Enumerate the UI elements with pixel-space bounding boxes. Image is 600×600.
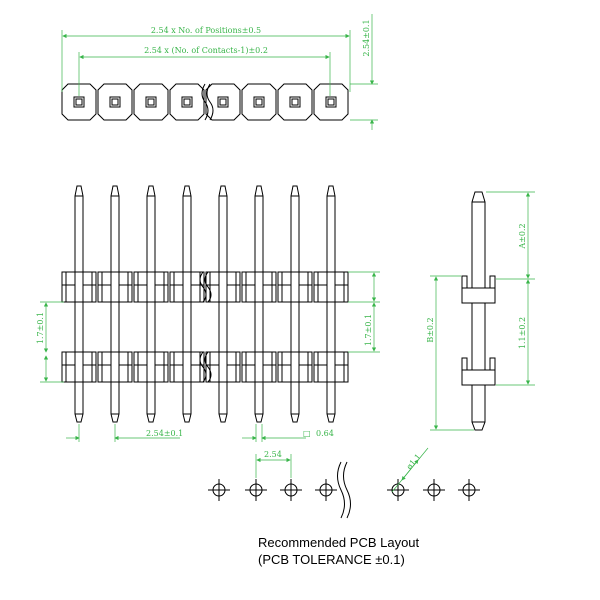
dim-pitch-label: 2.54±0.1	[146, 429, 183, 438]
front-pin-through	[254, 351, 264, 383]
front-pin	[182, 185, 192, 423]
front-pin	[218, 185, 228, 423]
pcb-caption-tolerance: (PCB TOLERANCE ±0.1)	[258, 552, 405, 567]
front-break-mark-1	[199, 271, 207, 303]
dim-insulator-right-label: 1.7±0.1	[364, 314, 373, 346]
top-pin-square-inner	[111, 98, 119, 106]
front-view: 1.7±0.1 1.7±0.1 2.54±0.1 □ 0.64	[36, 185, 380, 442]
front-pin-through	[182, 351, 192, 383]
dim-pin-label: 0.64	[316, 429, 334, 438]
side-insulator-top	[461, 275, 496, 304]
top-view-pins	[61, 83, 349, 121]
top-pin-square-inner	[327, 98, 335, 106]
pcb-dim-pitch-label: 2.54	[264, 450, 282, 459]
pcb-caption-title: Recommended PCB Layout	[258, 535, 420, 550]
pcb-dim-hole-label: ø1.1	[405, 452, 423, 471]
dim-a-label: A±0.2	[518, 223, 527, 249]
front-break-mark-3	[199, 351, 207, 383]
front-pin-through	[254, 271, 264, 303]
front-break-mark-4	[204, 351, 212, 383]
top-pin-square-inner	[291, 98, 299, 106]
front-pin-through	[110, 271, 120, 303]
front-pin	[74, 185, 84, 423]
pcb-holes	[208, 479, 480, 501]
front-pin-through	[218, 351, 228, 383]
front-pin	[254, 185, 264, 423]
dim-mid-label: 1.1±0.2	[518, 317, 527, 349]
pcb-break-mark-2	[343, 461, 351, 519]
front-pin	[290, 185, 300, 423]
dim-overall-label: 2.54 x No. of Positions±0.5	[151, 26, 261, 35]
front-pin-through	[146, 351, 156, 383]
top-pin-square-inner	[147, 98, 155, 106]
front-pin-through	[290, 351, 300, 383]
front-pin-through	[326, 271, 336, 303]
front-pin-through	[290, 271, 300, 303]
front-view-insulators	[61, 271, 349, 383]
front-pin-through	[74, 351, 84, 383]
front-pin-through	[182, 271, 192, 303]
front-break-mark-2	[204, 271, 212, 303]
pcb-layout: 2.54 ø1.1	[208, 447, 480, 519]
dim-insulator-left-label: 1.7±0.1	[36, 312, 45, 344]
top-break-mark-1	[201, 83, 209, 121]
front-view-pins	[74, 185, 336, 423]
front-pin-through	[218, 271, 228, 303]
top-pin-square-inner	[255, 98, 263, 106]
top-pin-square-inner	[219, 98, 227, 106]
front-pin	[326, 185, 336, 423]
front-pin	[110, 185, 120, 423]
side-insulator-bottom	[461, 357, 496, 386]
pcb-break-mark-1	[337, 461, 345, 519]
front-pin-through	[74, 271, 84, 303]
front-pin-through	[326, 351, 336, 383]
top-view: 2.54 x No. of Positions±0.5 2.54 x (No. …	[61, 14, 378, 130]
front-pin	[146, 185, 156, 423]
top-break-mark-2	[206, 83, 214, 121]
dim-contacts-label: 2.54 x (No. of Contacts-1)±0.2	[144, 46, 268, 55]
side-view: A±0.2 1.1±0.2 B±0.2	[426, 191, 535, 431]
top-pin-square-inner	[75, 98, 83, 106]
pcb-dim-hole-line	[401, 459, 419, 481]
top-pin-square-inner	[183, 98, 191, 106]
dim-pin-symbol: □	[303, 429, 311, 438]
dim-b-label: B±0.2	[426, 317, 435, 342]
dim-height-label: 2.54±0.1	[362, 19, 371, 56]
front-pin-through	[146, 271, 156, 303]
front-pin-through	[110, 351, 120, 383]
side-pin	[471, 191, 486, 431]
